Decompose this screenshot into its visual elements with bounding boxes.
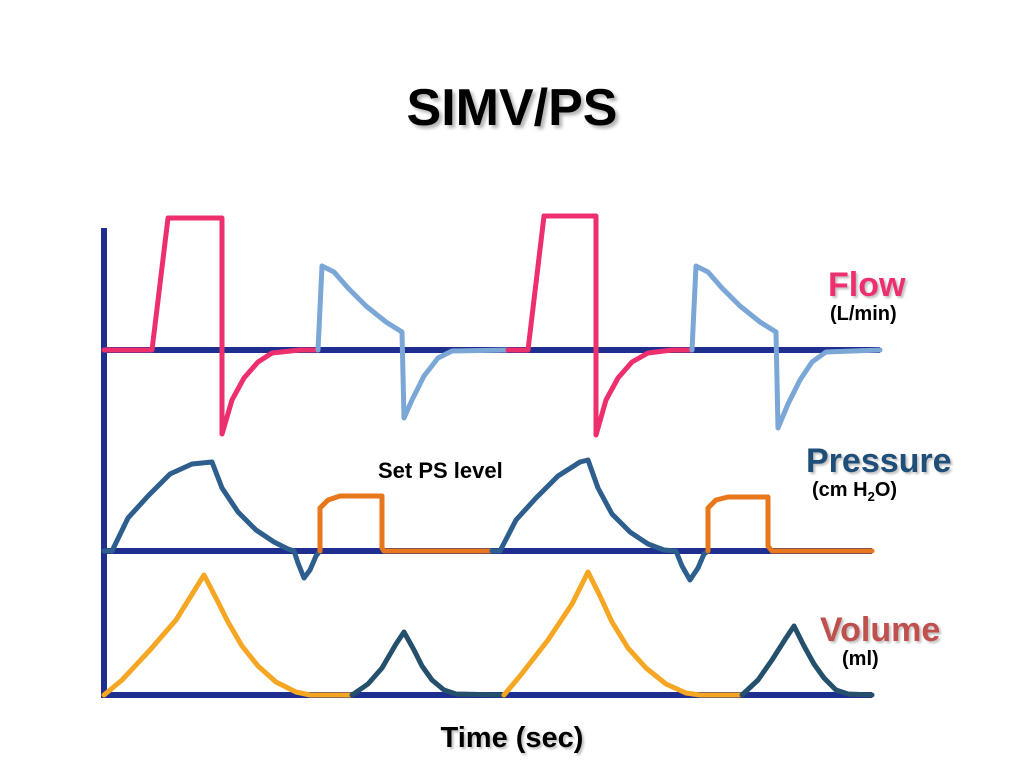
pressure-unit-post: O) — [874, 479, 898, 501]
flow-label-group: Flow (L/min) — [828, 268, 905, 325]
volume-label: Volume — [820, 611, 941, 649]
pressure-unit-pre: (cm H — [812, 479, 868, 501]
volume-spontaneous-breath-2 — [739, 623, 875, 698]
pressure-mandatory-breath-1 — [101, 459, 323, 581]
flow-spontaneous-breath-2 — [689, 263, 883, 431]
flow-mandatory-breath-2 — [505, 213, 695, 438]
pressure-label-group: Pressure (cm H2O) — [806, 444, 952, 504]
volume-label-group: Volume (ml) — [820, 613, 940, 670]
pressure-unit-sub: 2 — [867, 489, 875, 504]
pressure-label: Pressure — [806, 442, 952, 480]
x-axis-label: Time (sec) — [440, 722, 584, 754]
flow-spontaneous-breath-1 — [315, 263, 511, 421]
volume-spontaneous-breath-1 — [349, 629, 507, 698]
set-ps-level-annotation: Set PS level — [378, 458, 503, 483]
flow-unit-label: (L/min) — [830, 303, 897, 325]
pressure-mandatory-breath-2 — [489, 457, 711, 583]
pressure-unit-label: (cm H2O) — [812, 480, 952, 504]
page-title: SIMV/PS — [406, 79, 618, 137]
pressure-support-breath-2 — [705, 494, 875, 554]
volume-mandatory-breath-1 — [101, 572, 355, 698]
volume-unit-label: (ml) — [842, 648, 879, 670]
flow-label: Flow — [828, 266, 906, 304]
flow-mandatory-breath-1 — [101, 215, 321, 437]
pressure-support-breath-1 — [317, 493, 495, 554]
volume-mandatory-breath-2 — [501, 569, 745, 698]
